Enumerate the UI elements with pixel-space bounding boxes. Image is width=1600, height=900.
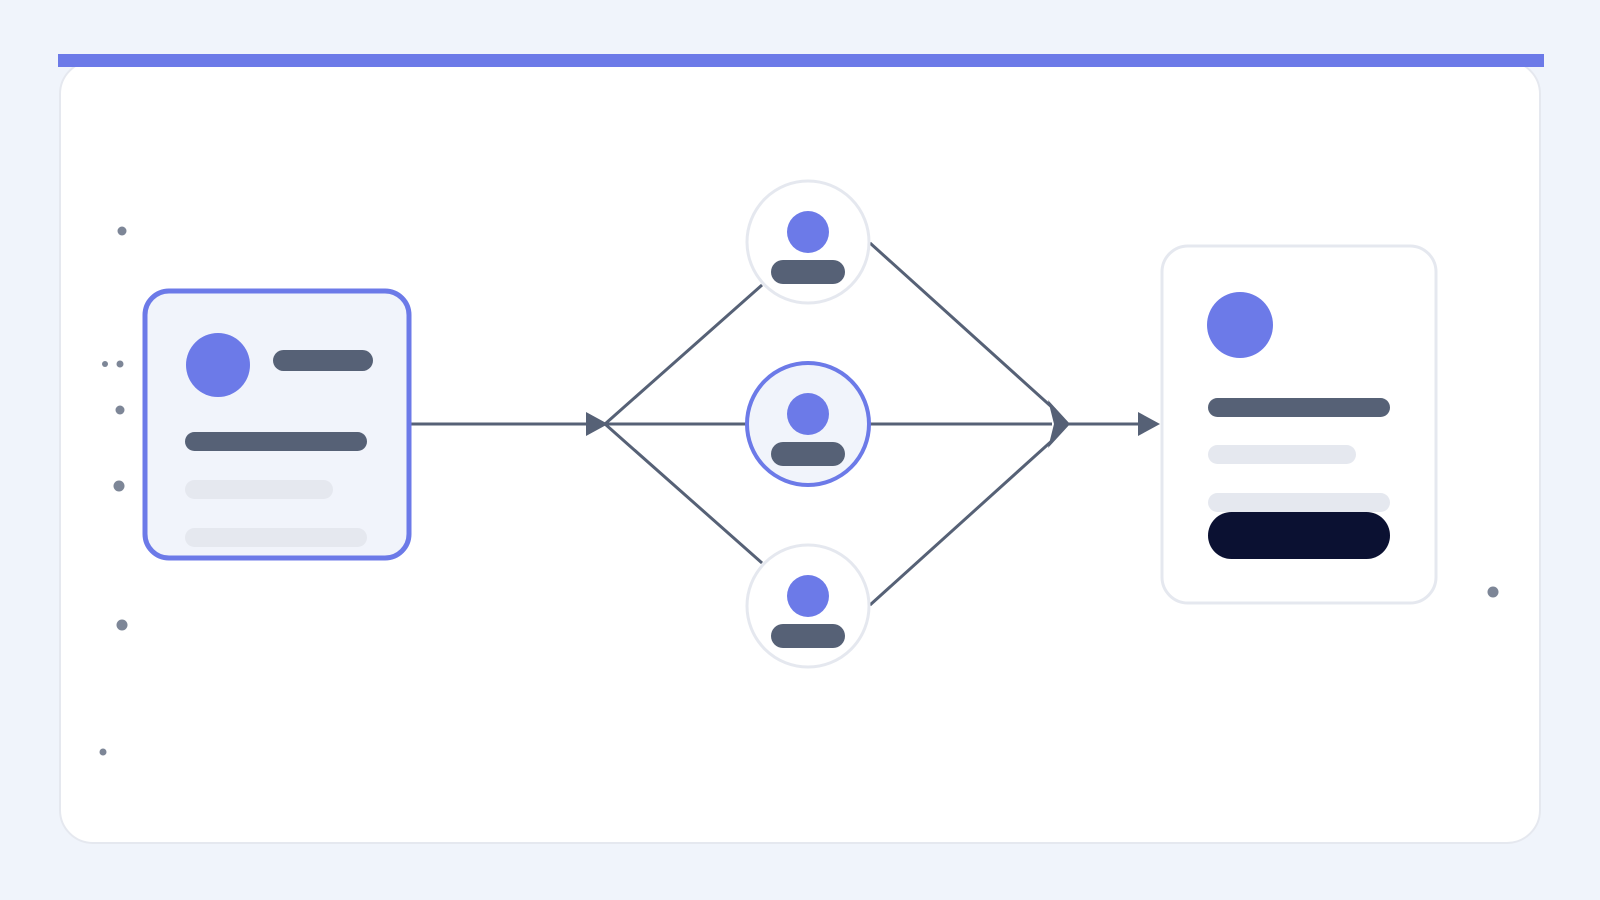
decor-dot <box>116 360 124 368</box>
arrowhead-merge <box>1048 400 1070 448</box>
decor-dot <box>99 748 107 756</box>
decor-dot <box>117 226 127 236</box>
router-node-bottom[interactable] <box>745 543 871 669</box>
edge-top-to-merge <box>868 241 1057 412</box>
text-line-placeholder <box>1208 398 1390 417</box>
edge-split-to-top <box>604 283 763 426</box>
decor-dot <box>115 405 125 415</box>
primary-button[interactable] <box>1208 512 1390 559</box>
text-line-placeholder-light <box>185 480 333 499</box>
decor-dot <box>1487 586 1499 598</box>
decorative-dots <box>99 226 1499 756</box>
decor-dot <box>113 480 125 492</box>
source-card-frame <box>142 288 412 561</box>
avatar-placeholder-icon <box>186 333 250 397</box>
decor-dot <box>102 361 108 367</box>
arrowhead-split <box>586 412 608 436</box>
router-node-top[interactable] <box>745 179 871 305</box>
connectors <box>410 241 1142 607</box>
avatar-placeholder-icon <box>1207 292 1273 358</box>
source-card[interactable] <box>142 288 412 561</box>
router-node-middle[interactable] <box>745 361 871 487</box>
text-line-placeholder-light <box>1208 493 1390 512</box>
target-card[interactable] <box>1160 244 1438 605</box>
user-label-placeholder <box>771 442 845 466</box>
text-line-placeholder-light <box>1208 445 1356 464</box>
user-icon <box>787 575 829 617</box>
arrowhead-target <box>1138 412 1160 436</box>
text-line-placeholder <box>185 432 367 451</box>
user-label-placeholder <box>771 624 845 648</box>
user-icon <box>787 211 829 253</box>
text-line-placeholder-light <box>185 528 367 547</box>
title-placeholder <box>273 350 373 371</box>
user-label-placeholder <box>771 260 845 284</box>
arrowheads <box>586 400 1160 448</box>
decor-dot <box>116 619 128 631</box>
edge-split-to-bottom <box>604 422 763 565</box>
edge-bottom-to-merge <box>868 436 1057 607</box>
user-icon <box>787 393 829 435</box>
accent-bar <box>58 54 1544 67</box>
